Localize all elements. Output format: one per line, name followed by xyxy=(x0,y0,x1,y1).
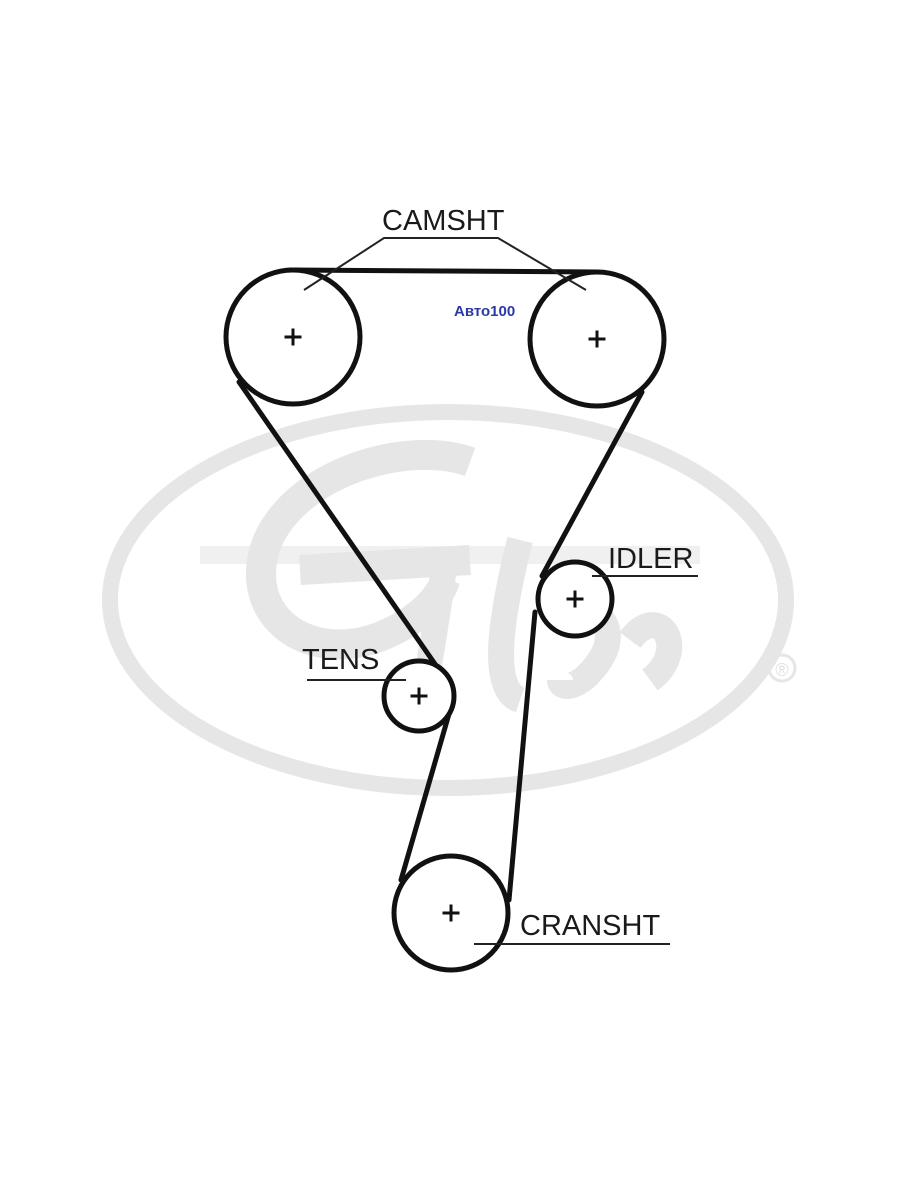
tensioner-pulley xyxy=(381,658,457,734)
crankshaft-pulley xyxy=(391,853,511,973)
crankshaft-label: CRANSHT xyxy=(520,910,660,942)
center-mark-icon xyxy=(566,590,584,608)
registered-mark: ® xyxy=(775,660,788,680)
belt-run-right-lower xyxy=(506,609,538,903)
belt-run-left-upper xyxy=(236,379,447,680)
brand-logo-watermark: ® xyxy=(102,404,797,796)
center-mark-icon xyxy=(284,328,302,346)
idler-pulley xyxy=(535,559,615,639)
camshaft-leader xyxy=(303,237,587,291)
camshaft-pulley-left xyxy=(223,267,363,407)
camshaft-label: CAMSHT xyxy=(382,205,505,237)
belt-run-top xyxy=(287,267,601,275)
belt xyxy=(236,267,645,903)
idler-label: IDLER xyxy=(608,543,693,575)
seller-watermark: Авто100 xyxy=(454,303,515,320)
center-mark-icon xyxy=(588,330,606,348)
camshaft-pulley-right xyxy=(527,269,667,409)
center-mark-icon xyxy=(442,904,460,922)
belt-run-right-upper xyxy=(539,389,645,579)
center-mark-icon xyxy=(410,687,428,705)
tensioner-label: TENS xyxy=(302,644,379,676)
leader-lines xyxy=(303,237,698,945)
belt-run-left-lower xyxy=(398,697,456,883)
